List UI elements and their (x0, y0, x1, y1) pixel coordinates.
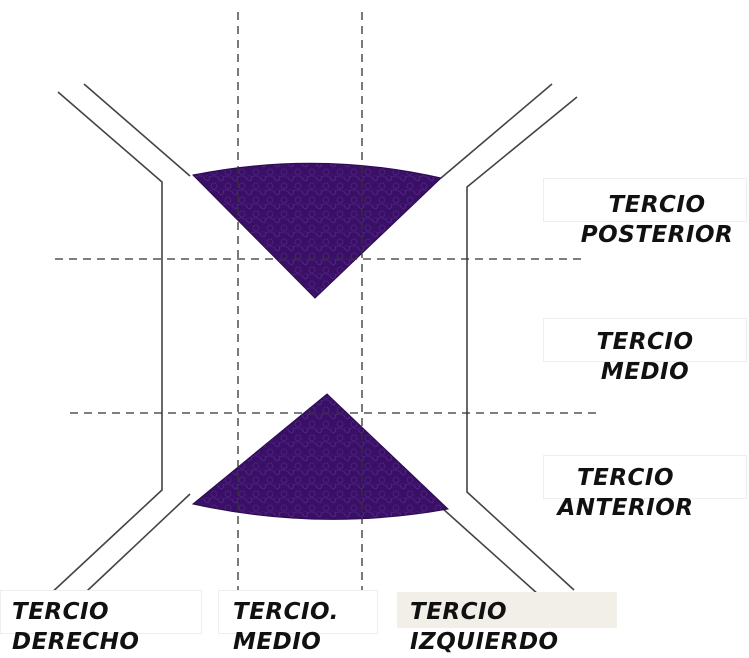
posterior-tissue (193, 163, 441, 298)
label-line: TERCIO. (233, 598, 339, 628)
label-tercio-izquierdo: TERCIO IZQUIERDO (410, 598, 559, 658)
label-tercio-derecho: TERCIO DERECHO (12, 598, 139, 658)
label-tercio-medio-horizontal: TERCIO. MEDIO (233, 598, 339, 658)
left-wall-outline (47, 84, 190, 607)
label-line: IZQUIERDO (410, 628, 559, 658)
label-line: TERCIO (12, 598, 139, 628)
label-tercio-medio-vertical: TERCIO MEDIO (565, 328, 725, 388)
label-tercio-posterior: TERCIO POSTERIOR (572, 191, 742, 251)
label-line: MEDIO (565, 358, 725, 388)
label-line: POSTERIOR (572, 221, 742, 251)
label-line: TERCIO (565, 328, 725, 358)
label-line: ANTERIOR (543, 494, 708, 524)
label-line: TERCIO (410, 598, 559, 628)
label-line: DERECHO (12, 628, 139, 658)
label-line: MEDIO (233, 628, 339, 658)
label-line: TERCIO (543, 464, 708, 494)
label-tercio-anterior: TERCIO ANTERIOR (543, 464, 708, 524)
label-line: TERCIO (572, 191, 742, 221)
